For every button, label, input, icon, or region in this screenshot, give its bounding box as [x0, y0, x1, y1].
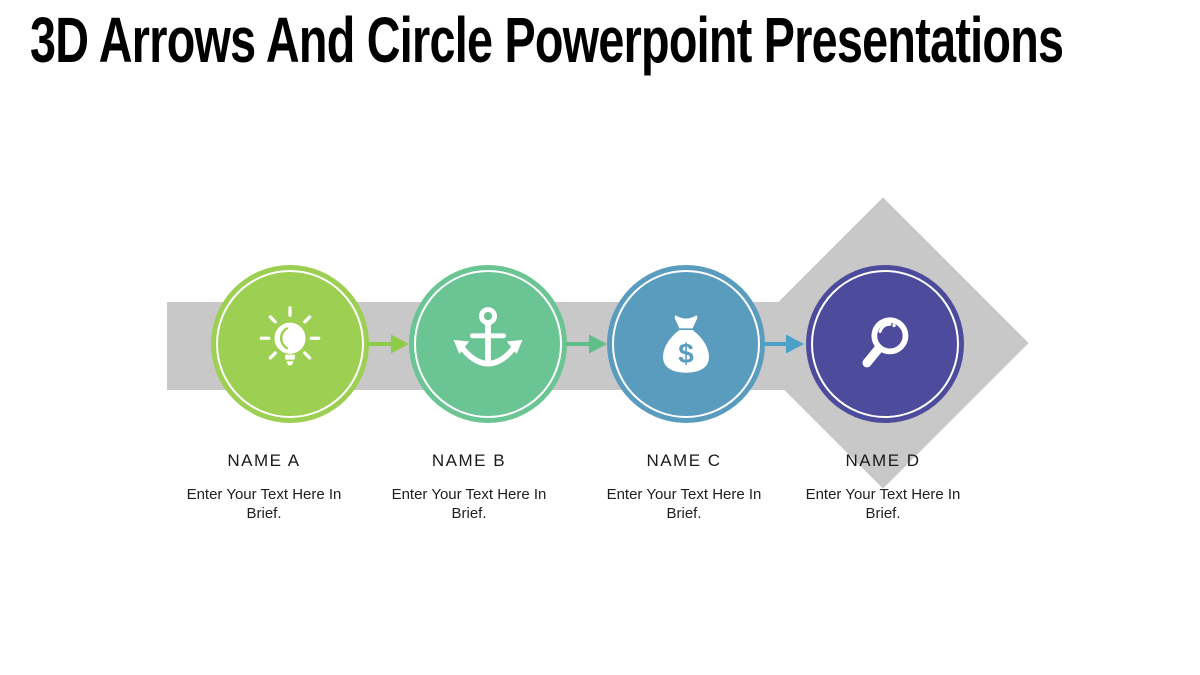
step-circle-c: $ — [607, 265, 765, 423]
step-description: Enter Your Text Here In Brief. — [606, 486, 762, 522]
step-circle-b — [409, 265, 567, 423]
connector-arrow-icon — [565, 334, 607, 354]
step-circle-a — [211, 265, 369, 423]
step-name: NAME B — [431, 451, 507, 470]
anchor-icon — [453, 307, 523, 367]
step-circle-d — [806, 265, 964, 423]
step-text-b: NAME B Enter Your Text Here In Brief. — [359, 451, 579, 523]
connector-arrow-icon — [762, 334, 804, 354]
connector-arrow-icon — [367, 334, 409, 354]
magnifier-icon — [862, 317, 909, 368]
slide-title: 3D Arrows And Circle Powerpoint Presenta… — [30, 4, 1064, 76]
step-name: NAME A — [227, 451, 301, 470]
step-description: Enter Your Text Here In Brief. — [186, 486, 342, 522]
step-description: Enter Your Text Here In Brief. — [805, 486, 961, 522]
step-text-c: NAME C Enter Your Text Here In Brief. — [574, 451, 794, 523]
step-text-a: NAME A Enter Your Text Here In Brief. — [154, 451, 374, 523]
step-name: NAME D — [845, 451, 921, 470]
step-description: Enter Your Text Here In Brief. — [391, 486, 547, 522]
step-text-d: NAME D Enter Your Text Here In Brief. — [773, 451, 993, 523]
svg-text:$: $ — [678, 338, 694, 369]
money-bag-icon: $ — [663, 315, 709, 373]
step-name: NAME C — [646, 451, 722, 470]
lightbulb-icon — [259, 306, 321, 366]
